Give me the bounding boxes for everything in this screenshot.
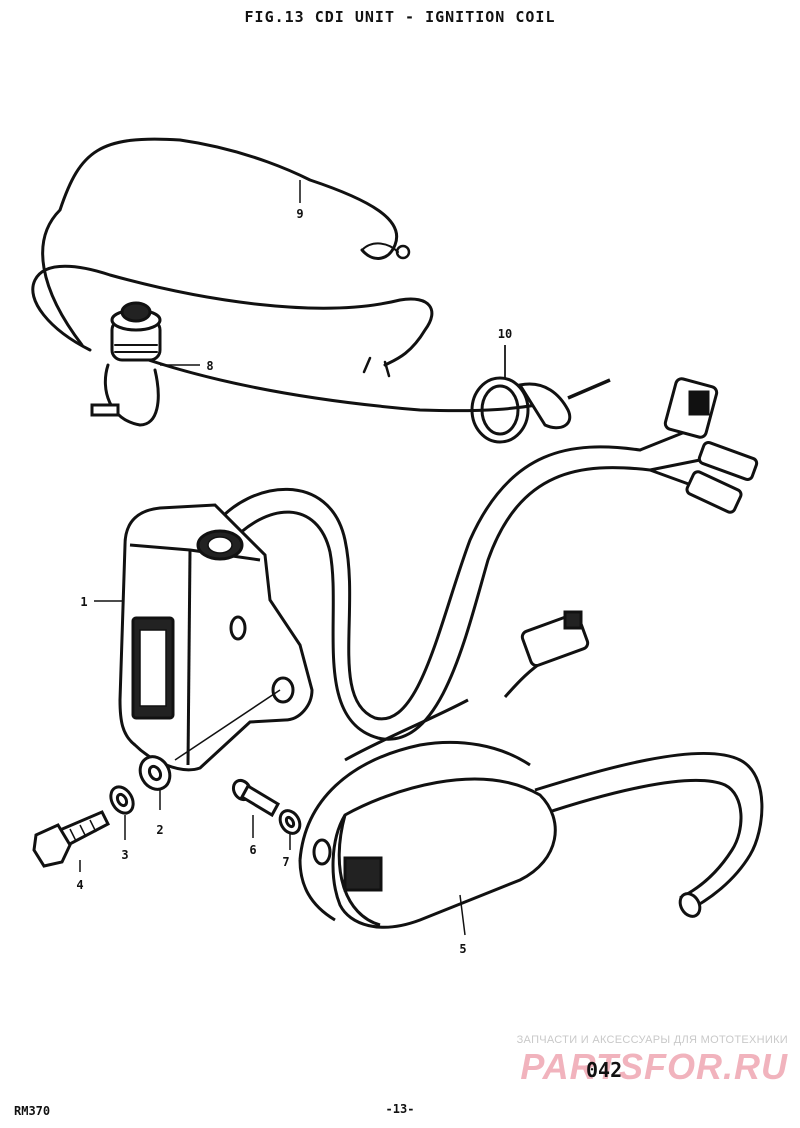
part-7-washer [278, 809, 302, 835]
leader-lines [79, 180, 506, 936]
page-code: 042 [586, 1058, 623, 1082]
callout-8: 8 [206, 359, 213, 373]
page-number: -13- [385, 1102, 415, 1116]
part-10-clamp [470, 345, 611, 444]
callout-2: 2 [156, 823, 163, 837]
callout-10: 10 [498, 327, 512, 341]
part-9-wire [41, 137, 411, 347]
callout-6: 6 [249, 843, 256, 857]
part-3-lock-washer [109, 785, 135, 815]
part-2-washer [138, 755, 172, 791]
figure-title: FIG.13 CDI UNIT - IGNITION COIL [244, 8, 556, 26]
watermark-caption: ЗАПЧАСТИ И АКСЕССУАРЫ ДЛЯ МОТОТЕХНИКИ [516, 1034, 788, 1046]
callout-5: 5 [459, 942, 466, 956]
part-1-cdi-unit [118, 503, 314, 772]
callout-4: 4 [76, 878, 83, 892]
callout-3: 3 [121, 848, 128, 862]
part-8-switch [31, 264, 562, 427]
callout-7: 7 [282, 855, 289, 869]
cdi-connectors [639, 377, 759, 514]
part-5-ignition-coil [298, 610, 764, 929]
model-code: RM370 [14, 1104, 51, 1118]
part-6-screw [231, 778, 281, 818]
callout-1: 1 [80, 595, 87, 609]
part-4-bolt [32, 810, 110, 868]
watermark-logo: PARTSFOR.RU [520, 1046, 788, 1087]
callout-9: 9 [296, 207, 303, 221]
